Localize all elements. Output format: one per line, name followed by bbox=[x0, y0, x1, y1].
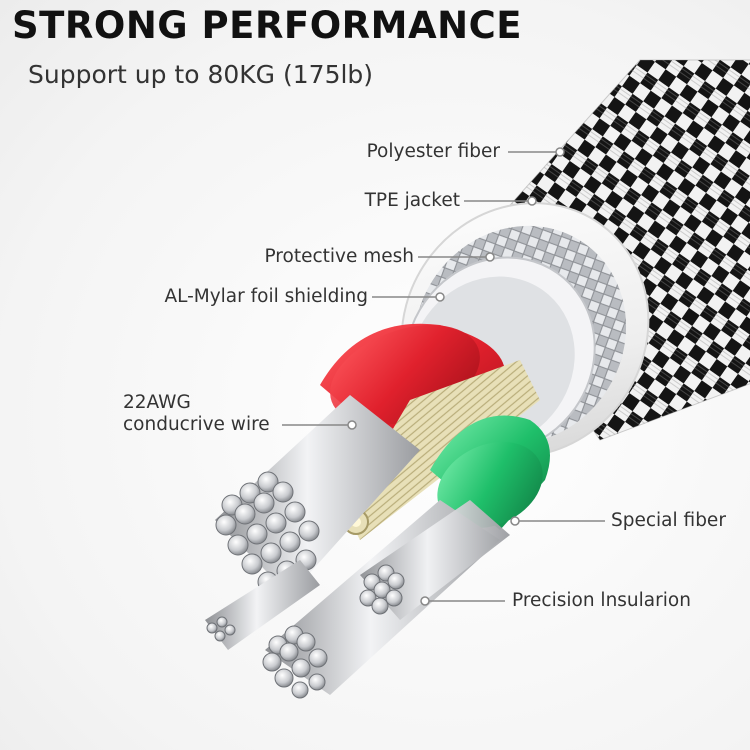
callout-22awg-wire: 22AWG conducrive wire bbox=[123, 392, 270, 436]
lower-wire-bundle bbox=[262, 500, 510, 699]
callout-leaders bbox=[282, 147, 605, 606]
callout-22awg-line2: conducrive wire bbox=[123, 414, 270, 435]
thin-wire-bundle bbox=[205, 560, 320, 650]
callout-tpe-jacket: TPE jacket bbox=[364, 190, 460, 211]
callout-protective-mesh: Protective mesh bbox=[264, 246, 414, 267]
subheadline: Support up to 80KG (175lb) bbox=[28, 60, 374, 89]
callout-special-fiber: Special fiber bbox=[611, 510, 726, 531]
callout-22awg-line1: 22AWG bbox=[123, 392, 191, 413]
callout-precision-insulation: Precision lnsularion bbox=[512, 590, 691, 611]
callout-al-mylar-foil-shielding: AL-Mylar foil shielding bbox=[164, 286, 368, 307]
headline: STRONG PERFORMANCE bbox=[12, 4, 522, 47]
callout-polyester-fiber: Polyester fiber bbox=[366, 141, 500, 162]
